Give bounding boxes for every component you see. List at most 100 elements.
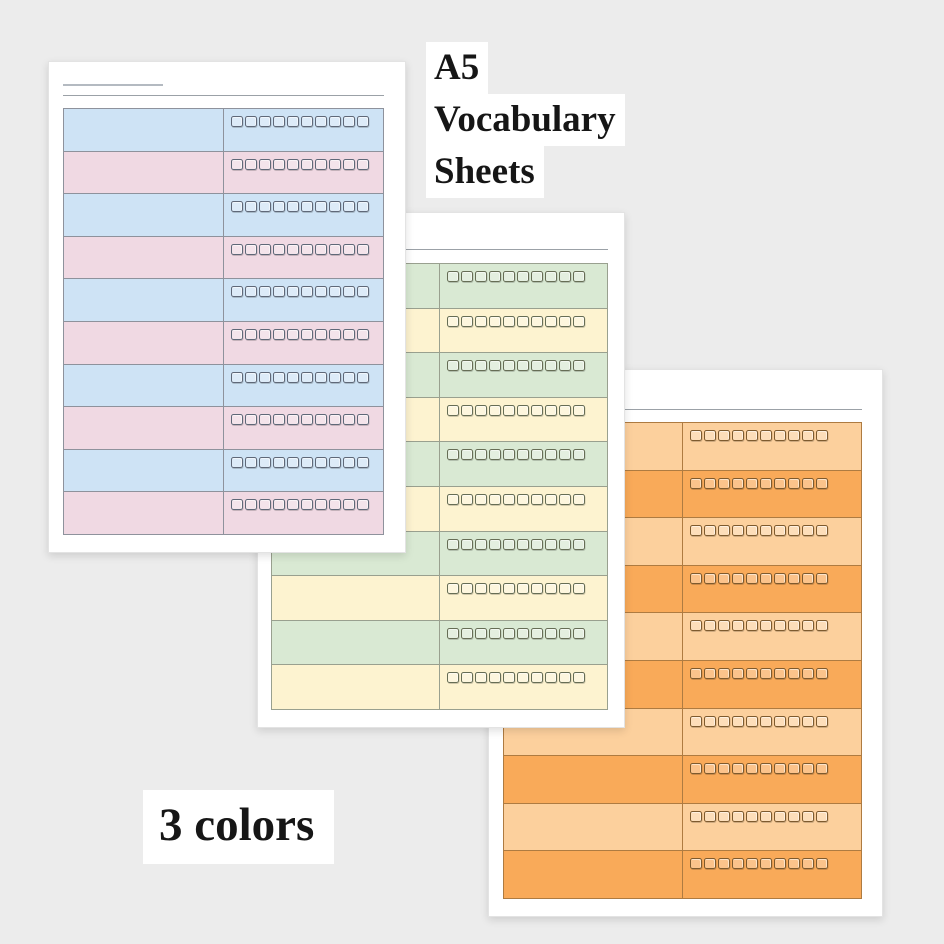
checkbox-icon [446,315,459,327]
table-row [64,320,383,364]
checkbox-cell [683,661,862,708]
checkbox-icon [801,430,814,441]
checkbox-icon [474,360,487,372]
checkbox-icon [446,271,459,282]
checkbox-icon [689,810,702,822]
checkbox-icon [516,493,529,505]
word-cell [272,353,440,397]
checkbox-icon [314,456,327,468]
checkbox-icon [773,620,786,632]
table-row [64,448,383,492]
checkbox-icon [460,583,473,595]
checkbox-icon [342,116,355,127]
table-row [272,396,608,442]
checkbox-icon [530,493,543,505]
checkbox-icon [488,360,501,372]
word-cell [272,620,440,665]
checkbox-icon [544,360,557,372]
word-cell [504,708,683,756]
table-row [64,363,383,407]
checkbox-icon [572,360,585,372]
table-row [504,802,862,851]
checkbox-cell [440,309,608,353]
checkbox-icon [516,360,529,372]
checkbox-icon [717,763,730,775]
checkbox-cell [683,423,862,470]
checkbox-icon [703,858,716,870]
checkbox-icon [731,667,744,679]
checkbox-icon [230,286,243,298]
checkbox-icon [446,538,459,550]
checkbox-icon [230,414,243,426]
table-row [272,664,607,709]
word-cell [272,576,440,620]
checkbox-icon [286,243,299,255]
checkbox-icon [530,404,543,416]
checkbox-icon [787,572,800,584]
checkbox-icon [342,414,355,426]
checkbox-icon [356,371,369,383]
checkbox-icon [488,449,501,461]
checkbox-icon [272,456,285,468]
table-row [64,235,384,279]
checkbox-icon [773,572,786,584]
checkbox-cell [224,407,384,449]
word-cell [64,194,224,236]
checkbox-icon [314,201,327,213]
checkbox-icon [474,493,487,505]
checkbox-icon [300,456,313,468]
checkbox-icon [787,715,800,727]
checkbox-icon [759,572,772,584]
checkbox-icon [815,715,828,727]
checkbox-cell [440,665,608,709]
checkbox-icon [328,371,341,383]
sheet-title-line [63,84,163,86]
checkbox-cell [224,237,384,279]
checkbox-icon [488,583,501,595]
checkbox-icon [773,430,786,441]
checkbox-icon [488,493,501,505]
checkbox-icon [474,404,487,416]
checkbox-icon [314,158,327,170]
checkbox-icon [717,858,730,870]
checkbox-icon [300,201,313,213]
checkbox-icon [272,414,285,426]
checkbox-cell [440,621,608,665]
checkbox-icon [516,538,529,550]
checkbox-cell [440,353,608,397]
sheet-rule [63,95,384,96]
checkbox-cell [683,518,862,565]
checkbox-icon [244,158,257,170]
checkbox-icon [759,620,772,632]
checkbox-icon [773,810,786,822]
checkbox-icon [801,715,814,727]
checkbox-icon [689,525,702,537]
checkbox-icon [502,315,515,327]
checkbox-cell [440,398,608,442]
checkbox-icon [787,430,800,441]
checkbox-cell [683,804,862,851]
checkbox-icon [328,328,341,340]
checkbox-icon [488,627,501,639]
checkbox-icon [286,499,299,511]
checkbox-icon [258,328,271,340]
checkbox-icon [328,116,341,127]
checkbox-cell [224,109,384,151]
checkbox-icon [258,414,271,426]
word-cell [272,308,440,353]
checkbox-icon [356,201,369,213]
checkbox-icon [815,667,828,679]
word-cell [504,660,683,708]
checkbox-icon [759,763,772,775]
checkbox-icon [558,538,571,550]
checkbox-icon [745,667,758,679]
checkbox-icon [272,116,285,127]
checkbox-cell [683,709,862,756]
checkbox-icon [787,810,800,822]
checkbox-icon [787,667,800,679]
word-cell [64,321,224,364]
checkbox-icon [801,525,814,537]
checkbox-icon [488,271,501,282]
word-cell [64,407,224,449]
checkbox-icon [314,414,327,426]
